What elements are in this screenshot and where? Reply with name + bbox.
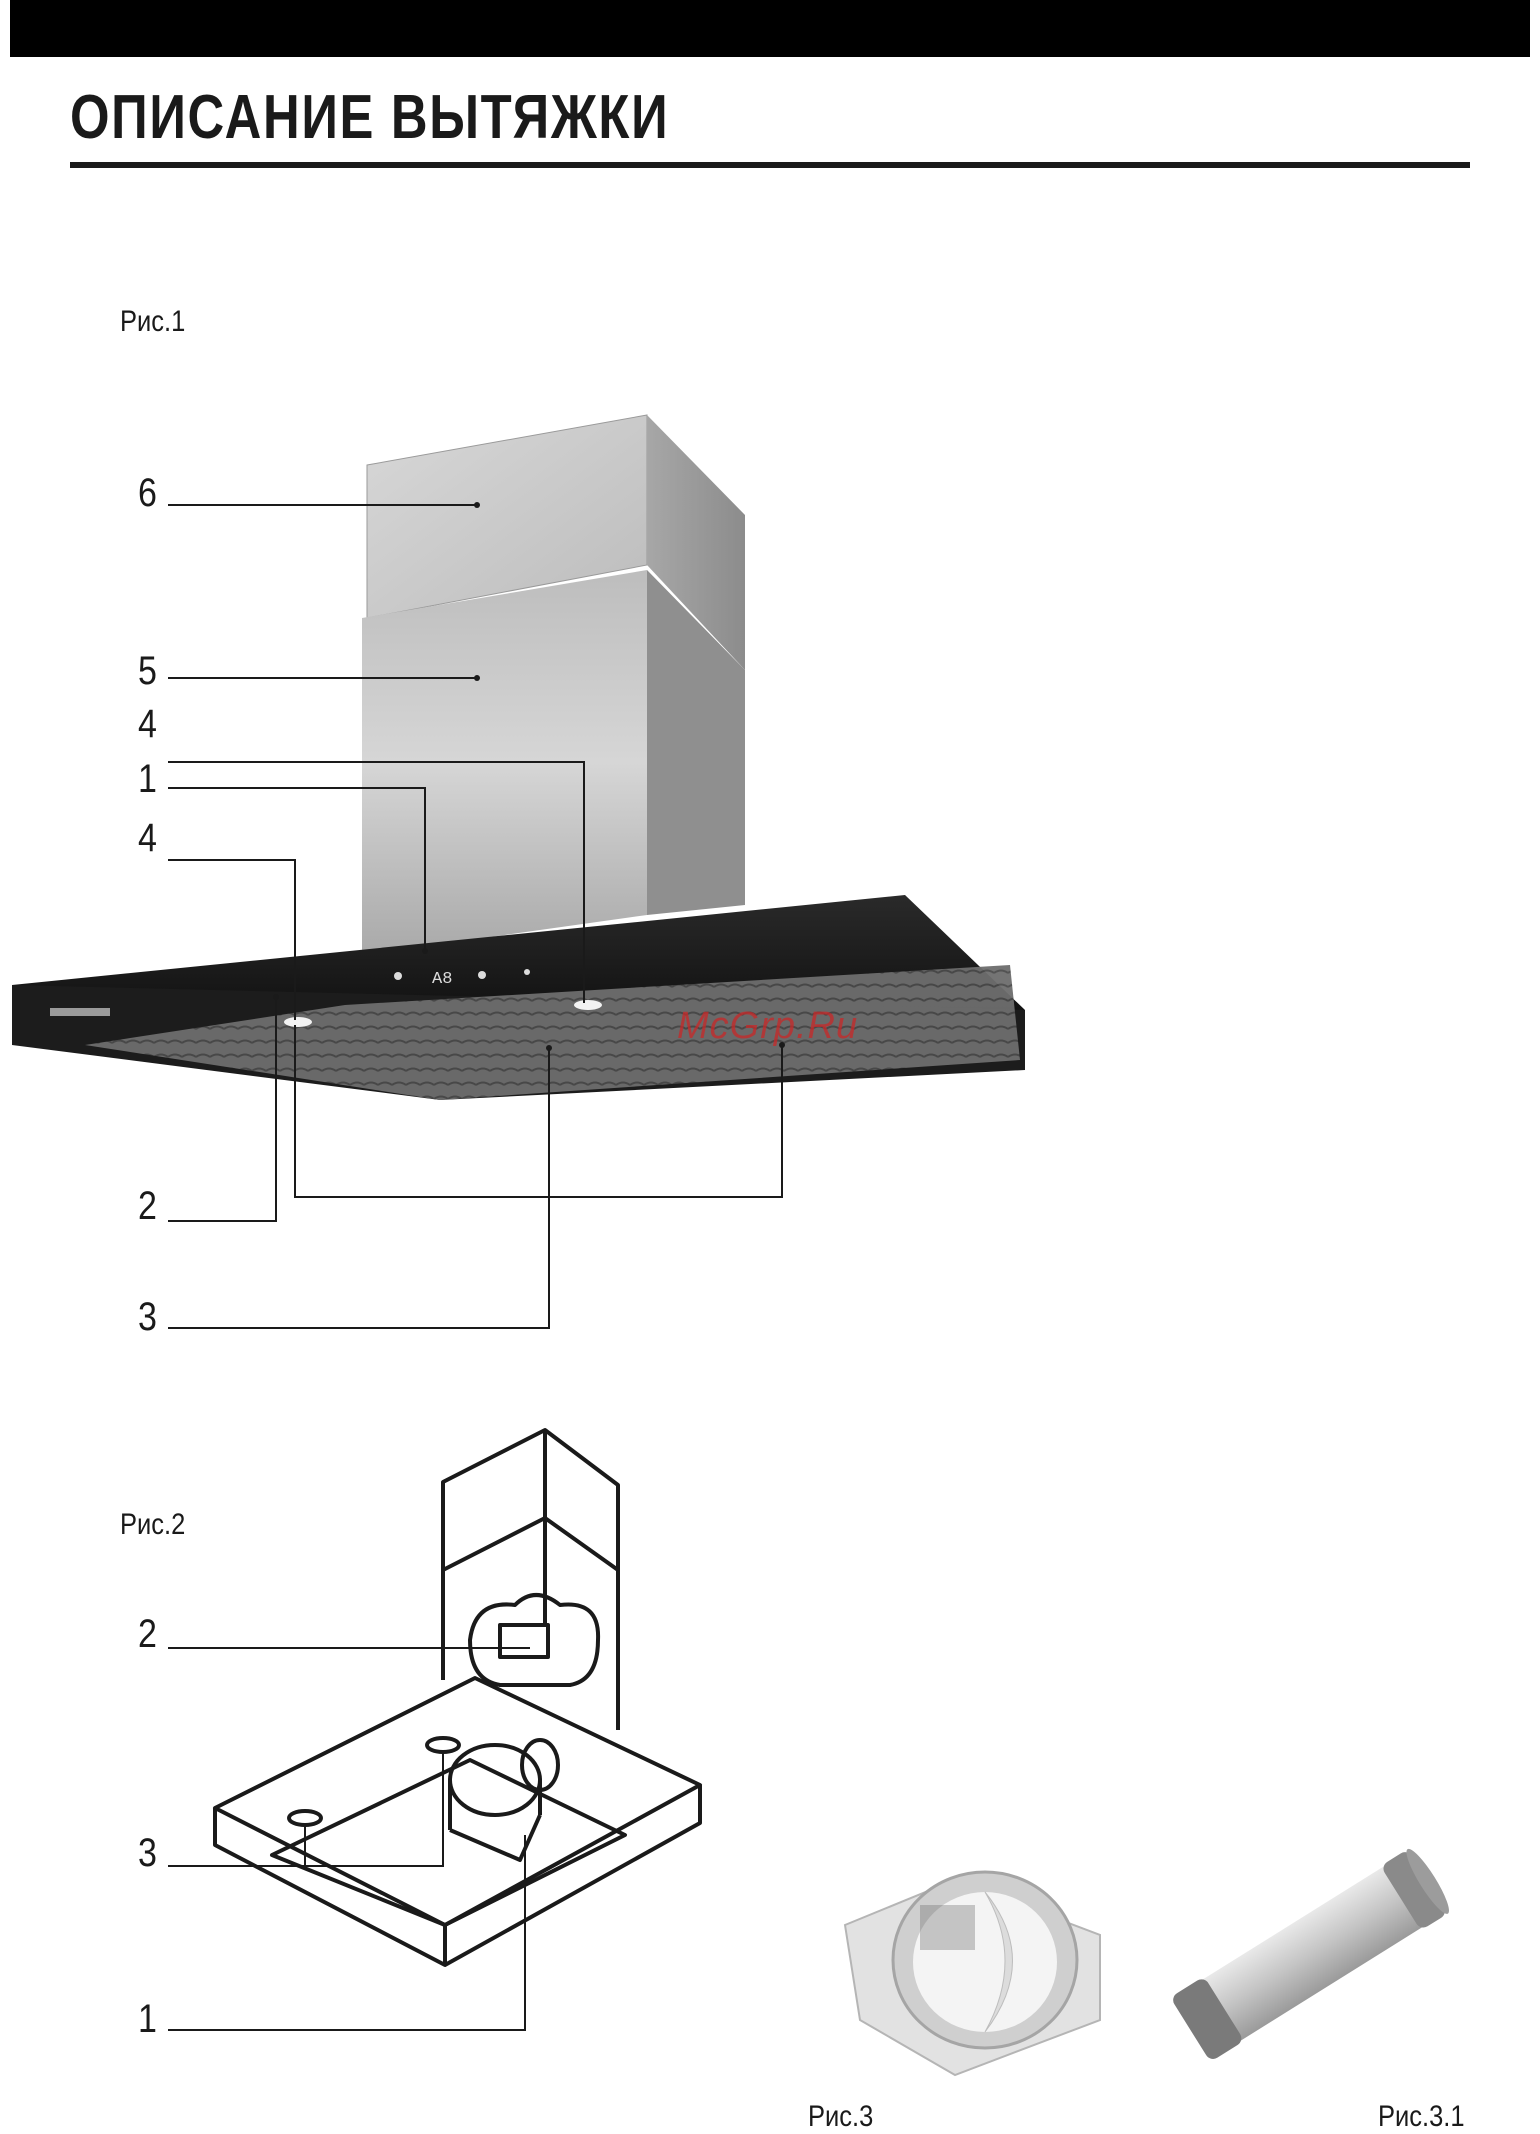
panel-display: A8 (432, 970, 452, 989)
fig31-duct-drawing (1170, 1845, 1455, 2062)
fig3-adapter-drawing (845, 1872, 1100, 2075)
watermark: McGrp.Ru (677, 1005, 858, 1048)
fig2-hood-drawing (215, 1430, 700, 1965)
fig1-hood-drawing: A8 (12, 415, 1025, 1100)
